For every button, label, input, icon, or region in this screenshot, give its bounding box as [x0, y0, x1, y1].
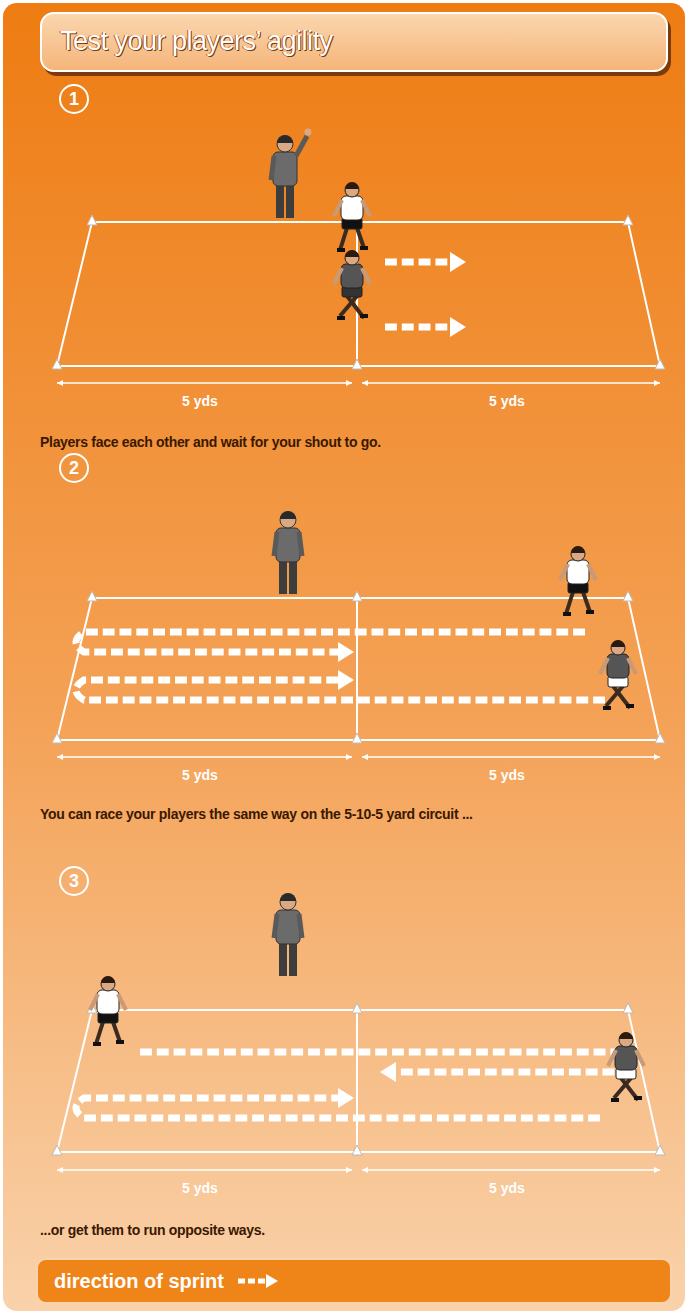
player-figure	[334, 250, 370, 320]
coach-figure	[274, 893, 302, 976]
player-figure	[560, 546, 596, 616]
cone-marker	[87, 215, 97, 225]
cone-marker	[655, 733, 665, 743]
dimension-line	[362, 1167, 660, 1173]
step-number: 3	[69, 872, 79, 890]
cone-marker	[352, 591, 362, 601]
cone-marker	[52, 359, 62, 369]
cone-marker	[352, 359, 362, 369]
step-number: 2	[69, 459, 79, 477]
step-caption: Players face each other and wait for you…	[40, 434, 650, 451]
dimension-label: 5 yds	[165, 767, 235, 783]
halfway-line	[356, 598, 358, 740]
sprint-arrow	[385, 252, 466, 272]
legend-bar: direction of sprint	[36, 1258, 672, 1304]
player-figure	[90, 976, 126, 1046]
pitch-area	[52, 215, 665, 386]
step-caption: ...or get them to run opposite ways.	[40, 1222, 650, 1239]
pitch-area	[52, 591, 665, 760]
cone-marker	[52, 733, 62, 743]
sprint-arrow	[140, 1052, 624, 1082]
step-number-circle: 2	[59, 453, 89, 483]
cone-marker	[623, 591, 633, 601]
legend-arrow-sample	[236, 1271, 280, 1291]
cone-marker	[87, 591, 97, 601]
legend-item: direction of sprint	[54, 1270, 280, 1293]
pitch-area	[52, 1003, 665, 1173]
dimension-label: 5 yds	[165, 393, 235, 409]
pitch-outline	[57, 598, 660, 740]
sprint-arrow	[385, 317, 466, 337]
dimension-line	[57, 380, 352, 386]
player-figure	[600, 640, 636, 710]
dimension-label: 5 yds	[472, 393, 542, 409]
cone-marker	[352, 1003, 362, 1013]
sprint-arrow	[76, 632, 585, 662]
dimension-label: 5 yds	[472, 767, 542, 783]
cone-marker	[52, 1145, 62, 1155]
title-banner: Test your players’ agility	[40, 12, 668, 72]
dimension-label: 5 yds	[472, 1180, 542, 1196]
halfway-line	[356, 1010, 358, 1152]
pitch-outline	[57, 1010, 660, 1152]
sprint-arrow	[76, 670, 605, 700]
step-number: 1	[69, 90, 79, 108]
coach-figure	[271, 129, 312, 219]
step-number-circle: 1	[59, 84, 89, 114]
player-figure	[334, 182, 370, 252]
cone-marker	[352, 1145, 362, 1155]
cone-marker	[623, 215, 633, 225]
dimension-line	[57, 1167, 352, 1173]
step-caption: You can race your players the same way o…	[40, 806, 660, 823]
dimension-line	[362, 754, 660, 760]
background-panel	[3, 3, 685, 1311]
sprint-arrow	[76, 1088, 600, 1118]
title-text: Test your players’ agility	[60, 26, 684, 57]
step-number-circle: 3	[59, 866, 89, 896]
pitch-outline	[57, 222, 660, 366]
cone-marker	[352, 733, 362, 743]
coach-figure	[274, 511, 302, 594]
legend-text: direction of sprint	[54, 1270, 224, 1293]
dimension-line	[57, 754, 352, 760]
cone-marker	[655, 359, 665, 369]
cone-marker	[623, 1003, 633, 1013]
player-figure	[608, 1032, 644, 1102]
dimension-line	[362, 380, 660, 386]
dimension-label: 5 yds	[165, 1180, 235, 1196]
cone-marker	[655, 1145, 665, 1155]
